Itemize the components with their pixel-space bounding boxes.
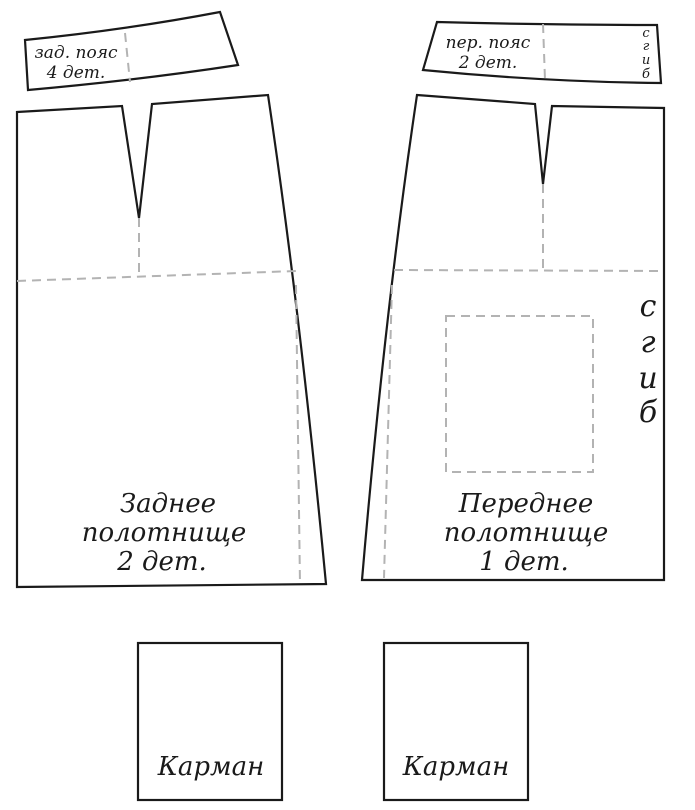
front-panel-fold-letter: и bbox=[638, 361, 657, 396]
front-panel-fold-letter: г bbox=[640, 325, 655, 360]
front-panel: с г и б Переднее полотнище 1 дет. bbox=[360, 93, 666, 582]
front-waistband-label-line2: 2 дет. bbox=[458, 53, 518, 73]
pocket-right-outline bbox=[382, 641, 530, 802]
front-panel-label-line3: 1 дет. bbox=[479, 547, 569, 577]
front-waistband-fold-letter: б bbox=[642, 67, 650, 82]
front-panel-outline bbox=[360, 93, 666, 582]
back-panel: Заднее полотнище 2 дет. bbox=[15, 93, 328, 589]
pocket-left-outline bbox=[136, 641, 284, 802]
back-waistband-label-line2: 4 дет. bbox=[46, 63, 106, 83]
front-panel-fold-letter: с bbox=[640, 289, 657, 324]
pocket-left-label: Карман bbox=[157, 752, 264, 782]
front-waistband-label-line1: пер. пояс bbox=[446, 33, 531, 53]
front-panel-fold-letter: б bbox=[639, 395, 658, 430]
front-panel-label-line1: Переднее bbox=[458, 489, 593, 519]
back-waistband: зад. пояс 4 дет. bbox=[23, 10, 240, 92]
front-waistband-fold-letter: с bbox=[642, 26, 650, 41]
front-panel-hip-line bbox=[393, 269, 665, 272]
front-panel-label-line2: полотнище bbox=[444, 518, 609, 548]
back-waistband-center-line bbox=[124, 32, 131, 83]
back-panel-label-line3: 2 дет. bbox=[116, 547, 207, 577]
back-waistband-label-line1: зад. пояс bbox=[35, 43, 118, 63]
front-waistband-center-line bbox=[542, 23, 546, 81]
pocket-right: Карман bbox=[382, 641, 530, 802]
pocket-right-label: Карман bbox=[402, 752, 509, 782]
pocket-left: Карман bbox=[136, 641, 284, 802]
back-panel-label-line2: полотнище bbox=[82, 518, 247, 548]
back-waistband-outline bbox=[23, 10, 240, 92]
front-waistband: пер. пояс 2 дет. с г и б bbox=[421, 20, 663, 85]
back-panel-label-line1: Заднее bbox=[120, 489, 216, 519]
back-panel-grain-line bbox=[295, 284, 301, 586]
front-panel-grain-line bbox=[383, 284, 393, 579]
front-panel-pocket-placement bbox=[445, 315, 594, 473]
front-waistband-fold-letter: г bbox=[643, 39, 650, 54]
front-waistband-fold-letter: и bbox=[642, 53, 650, 68]
back-panel-hip-line bbox=[16, 270, 297, 282]
front-waistband-outline bbox=[421, 20, 663, 85]
